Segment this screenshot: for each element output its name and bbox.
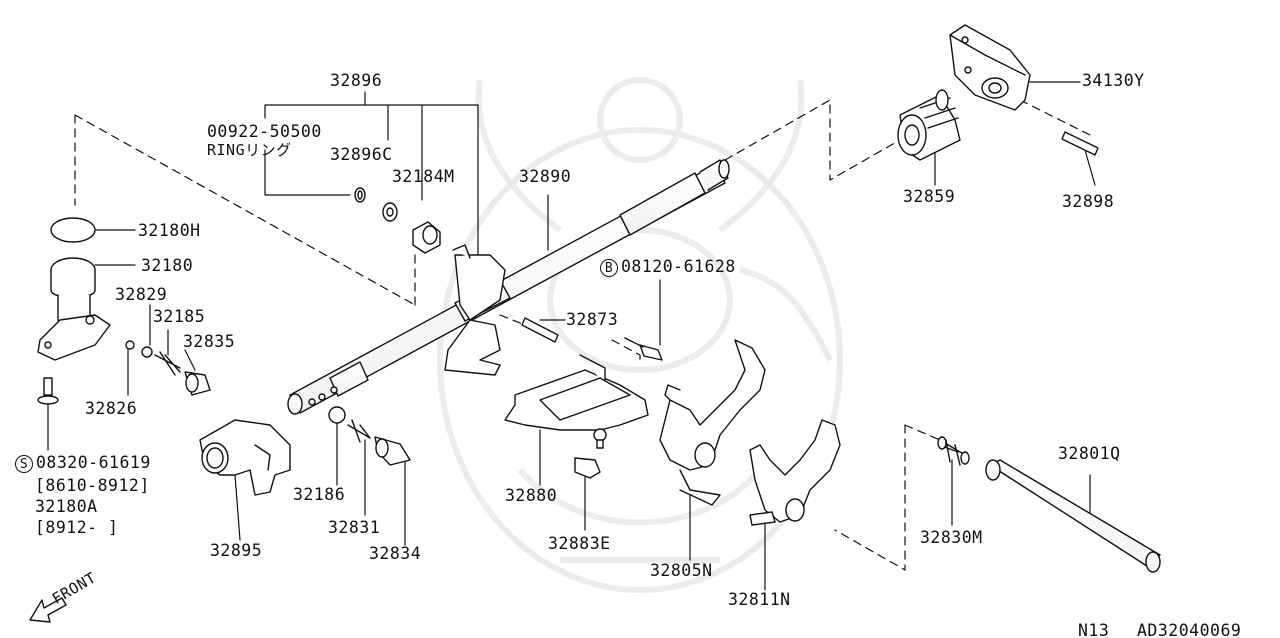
dashed-lines <box>74 99 1091 571</box>
label-32890: 32890 <box>519 167 572 186</box>
pin-32873 <box>521 317 559 343</box>
ring-parts <box>354 187 441 254</box>
label-32859: 32859 <box>903 187 956 206</box>
label-32186: 32186 <box>293 485 346 504</box>
leader-lines <box>47 81 1096 591</box>
label-32180: 32180 <box>141 256 194 275</box>
label-32801q: 32801Q <box>1058 444 1121 463</box>
footer-code: AD32040069 <box>1137 621 1242 638</box>
bolt-b-symbol: B <box>600 259 618 277</box>
label-range-2: [8912- ] <box>35 518 119 537</box>
label-00922: 00922-50500 <box>207 122 322 141</box>
front-arrow-icon <box>29 597 67 623</box>
rubber-boot <box>897 89 961 161</box>
label-32831: 32831 <box>328 518 381 537</box>
label-32873: 32873 <box>566 310 619 329</box>
label-32180a: 32180A <box>35 497 98 516</box>
part-32883e <box>574 457 601 479</box>
pin-32898 <box>1061 131 1099 156</box>
label-32805n: 32805N <box>650 561 713 580</box>
label-32835: 32835 <box>183 332 236 351</box>
selector-block <box>444 244 506 376</box>
footer-model: N13 <box>1078 621 1110 638</box>
lever-32895 <box>199 419 291 496</box>
label-32898: 32898 <box>1062 192 1115 211</box>
bolt-s-symbol: S <box>15 455 33 473</box>
label-32830m: 32830M <box>920 528 983 547</box>
label-08120-text: 08120-61628 <box>621 257 736 276</box>
shift-fork-32811n <box>749 419 841 526</box>
rod-32801q <box>985 459 1161 573</box>
label-32880: 32880 <box>505 486 558 505</box>
label-32185: 32185 <box>153 307 206 326</box>
label-32883e: 32883E <box>548 534 611 553</box>
label-08320-text: 08320-61619 <box>36 453 151 472</box>
label-32895: 32895 <box>210 541 263 560</box>
cap-32180h <box>50 217 96 243</box>
shift-rod <box>287 159 730 415</box>
label-32826: 32826 <box>85 399 138 418</box>
detent-parts-center <box>328 406 411 466</box>
label-34130y: 34130Y <box>1082 71 1145 90</box>
interlock-plate <box>504 354 649 449</box>
label-32829: 32829 <box>115 285 168 304</box>
label-32184m: 32184M <box>392 167 455 186</box>
label-32834: 32834 <box>369 544 422 563</box>
shift-fork-32805n <box>659 339 766 506</box>
detent-parts-left <box>125 340 211 396</box>
bolt-08120 <box>624 337 663 361</box>
label-32811n: 32811N <box>728 590 791 609</box>
spring-32830m <box>937 436 970 466</box>
bracket <box>949 24 1031 111</box>
label-32180h: 32180H <box>138 221 201 240</box>
label-range-1: [8610-8912] <box>35 476 150 495</box>
label-32896c: 32896C <box>330 145 393 164</box>
label-ring: RINGリング <box>207 141 292 159</box>
housing-32180 <box>37 257 111 361</box>
bolt-08320 <box>37 377 59 405</box>
label-32896: 32896 <box>330 71 383 90</box>
